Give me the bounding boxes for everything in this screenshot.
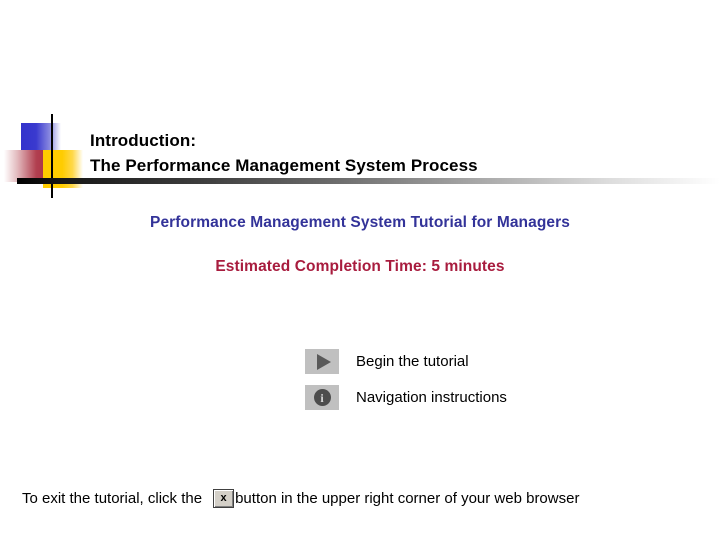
exit-instructions-text-before: To exit the tutorial, click the — [22, 490, 203, 507]
play-icon — [316, 353, 331, 370]
decorative-logo — [0, 112, 120, 198]
estimated-completion-time: Estimated Completion Time: 5 minutes — [215, 258, 505, 275]
begin-tutorial-button[interactable] — [305, 349, 339, 374]
navigation-instructions-row[interactable]: i Navigation instructions — [305, 385, 507, 410]
page-title-line-2: The Performance Management System Proces… — [90, 156, 478, 175]
begin-tutorial-row[interactable]: Begin the tutorial — [305, 349, 507, 374]
exit-instructions: To exit the tutorial, click the x button… — [22, 489, 579, 508]
navigation-instructions-label: Navigation instructions — [356, 389, 507, 406]
title-block: Introduction: The Performance Management… — [0, 112, 720, 198]
info-icon: i — [313, 389, 331, 406]
tutorial-subtitle: Performance Management System Tutorial f… — [150, 214, 570, 231]
exit-instructions-text-after: button in the upper right corner of your… — [235, 490, 580, 507]
horizontal-rule — [17, 178, 720, 184]
page-title: Introduction: The Performance Management… — [90, 128, 478, 178]
navigation-instructions-button[interactable]: i — [305, 385, 339, 410]
begin-tutorial-label: Begin the tutorial — [356, 353, 469, 370]
page-title-line-1: Introduction: — [90, 131, 197, 150]
close-icon: x — [213, 489, 235, 508]
action-list: Begin the tutorial i Navigation instruct… — [305, 349, 507, 421]
vertical-rule — [51, 114, 53, 198]
